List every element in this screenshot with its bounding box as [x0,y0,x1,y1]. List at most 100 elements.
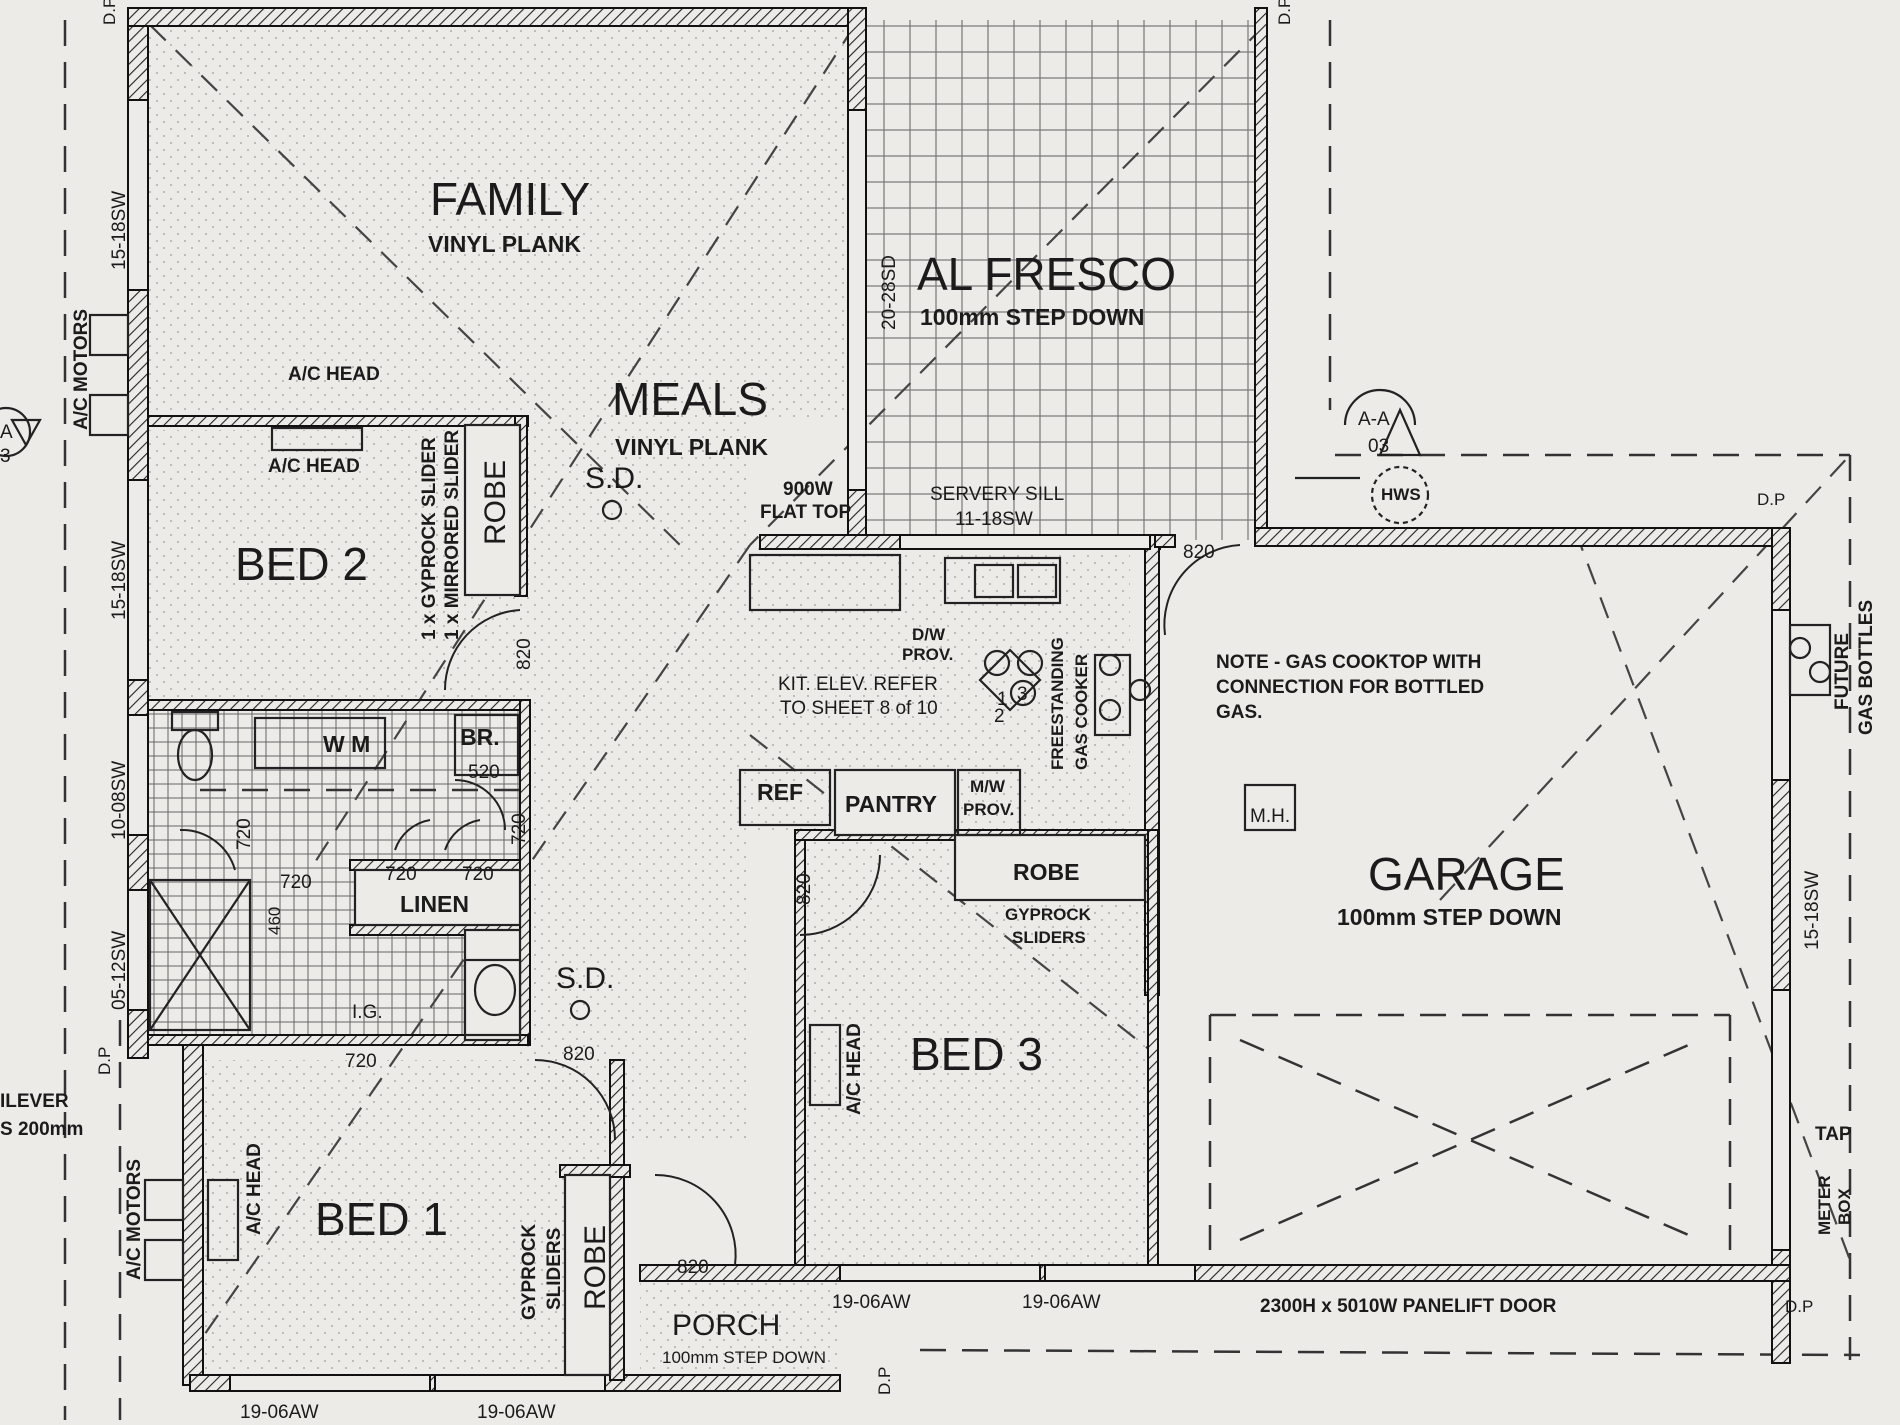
family-label: FAMILY [430,173,590,225]
gas-note: GAS. [1216,702,1262,723]
meter-label: METER [1815,1176,1834,1236]
section-label: A-A [1358,409,1390,430]
manhole-label: M.H. [1250,806,1290,827]
door-dim: 720 [280,872,312,893]
flat-top-label: 900W [783,479,833,500]
kitchen-note: KIT. ELEV. REFER [778,674,938,695]
robe-bed2-label: ROBE [479,460,512,545]
bed3-label: BED 3 [910,1028,1043,1080]
window-dim: 10-08SW [109,761,130,840]
robe-door-label: 1 x GYPROCK SLIDER [419,437,440,640]
cantilever-label: S 200mm [0,1119,83,1140]
robe-bed1-label: ROBE [579,1225,612,1310]
hws-label: HWS [1381,485,1421,504]
section-left-sheet: 3 [0,446,11,467]
panelift-door-label: 2300H x 5010W PANELIFT DOOR [1260,1296,1557,1317]
robe-door-label: 1 x MIRRORED SLIDER [442,430,463,640]
gas-note: NOTE - GAS COOKTOP WITH [1216,652,1481,673]
window-dim: 19-06AW [832,1292,911,1313]
hob-number: 2 [994,706,1005,727]
door-dim: 820 [794,873,815,905]
tap-label: TAP [1815,1124,1852,1145]
servery-size: 11-18SW [955,509,1033,530]
window-dim: 19-06AW [1022,1292,1101,1313]
alfresco-label: AL FRESCO [917,248,1176,300]
window-dim: 05-12SW [109,931,130,1010]
future-label: FUTURE [1832,633,1853,710]
family-finish: VINYL PLANK [428,231,581,257]
hob-number: 3 [1017,684,1028,705]
door-dim: 460 [265,907,284,935]
gas-bottles-label: GAS BOTTLES [1856,600,1877,735]
smoke-detector-label: S.D. [585,462,643,495]
robe-door-label: GYPROCK [1005,905,1092,924]
ac-motors-label: A/C MOTORS [71,309,92,430]
dw-label: PROV. [902,645,953,664]
door-dim: 720 [385,864,417,885]
window-dim: 15-18SW [1802,871,1823,950]
ref-label: REF [757,779,803,805]
downpipe-label: D.P [100,0,119,25]
ac-head-label: A/C HEAD [244,1143,265,1235]
wm-label: W M [323,731,370,757]
gas-cooker-label: GAS COOKER [1072,654,1091,770]
window-dim: 15-18SW [109,191,130,270]
room-labels: FAMILY VINYL PLANK MEALS VINYL PLANK AL … [235,173,1565,1367]
bed1-label: BED 1 [315,1193,448,1245]
pantry-label: PANTRY [845,791,937,817]
servery-label: SERVERY SILL [930,484,1064,505]
door-dim: 820 [1183,542,1215,563]
mw-label: M/W [970,777,1006,796]
robe-bed3-label: ROBE [1013,859,1079,885]
porch-label: PORCH [672,1309,780,1342]
window-dim: 15-18SW [109,541,130,620]
robe-door-label: SLIDERS [544,1228,565,1310]
hob-number: 1 [997,689,1008,710]
window-dim: 20-28SD [879,255,900,330]
box-label: BOX [1835,1188,1854,1226]
door-dim: 720 [509,813,530,845]
garage-note: 100mm STEP DOWN [1337,904,1562,930]
alfresco-tiles [865,20,1265,540]
downpipe-label: D.P [1275,0,1294,25]
downpipe-label: D.P [95,1047,114,1075]
windows [127,99,1791,1392]
dw-label: D/W [912,625,946,644]
mw-label: PROV. [963,800,1014,819]
downpipe-label: D.P [1757,490,1785,509]
downpipe-label: D.P [875,1367,894,1395]
meals-finish: VINYL PLANK [615,434,768,460]
flat-top-label: FLAT TOP [760,502,851,523]
door-dim: 820 [563,1044,595,1065]
ac-head-label: A/C HEAD [288,364,380,385]
ac-head-label: A/C HEAD [268,456,360,477]
robe-door-label: SLIDERS [1012,928,1086,947]
ig-label: I.G. [352,1002,383,1023]
symbols [0,388,1430,1021]
ac-motors-label: A/C MOTORS [124,1159,145,1280]
window-dim: 19-06AW [240,1402,319,1423]
door-dim: 820 [677,1257,709,1278]
window-dim: 19-06AW [477,1402,556,1423]
gas-note: CONNECTION FOR BOTTLED [1216,677,1484,698]
br-label: BR. [460,724,500,750]
smoke-detector-label: S.D. [556,962,614,995]
dimension-labels: 15-18SW 15-18SW 10-08SW 05-12SW 20-28SD … [109,191,1823,1423]
meals-label: MEALS [612,373,768,425]
door-dim: 720 [345,1051,377,1072]
downpipe-label: D.P [1785,1297,1813,1316]
door-dim: 520 [468,762,500,783]
freestanding-label: FREESTANDING [1048,637,1067,770]
cantilever-label: ILEVER [0,1091,69,1112]
section-sheet: 03 [1368,436,1389,457]
bed2-label: BED 2 [235,538,368,590]
door-dim: 820 [514,638,535,670]
annotations: A/C HEAD A/C HEAD A/C HEAD A/C HEAD A/C … [0,0,1877,1395]
ac-head-label: A/C HEAD [844,1023,865,1115]
section-left-label: A [0,422,13,443]
door-dim: 720 [234,818,255,850]
kitchen-note: TO SHEET 8 of 10 [780,698,938,719]
fixtures [88,313,1832,1377]
